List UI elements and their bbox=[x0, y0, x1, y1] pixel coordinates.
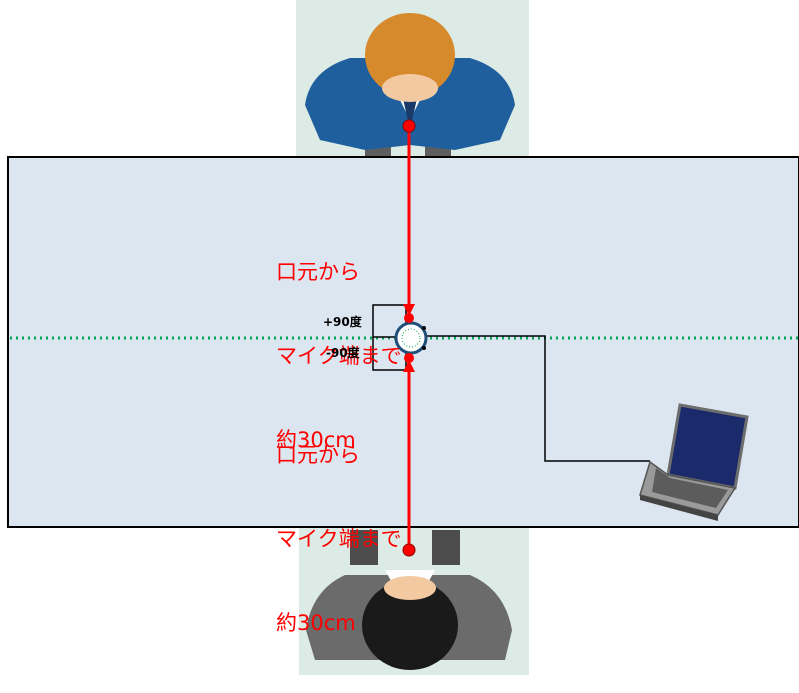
plus-90-degree-label: +90度 bbox=[323, 315, 362, 329]
measure-dot-bottom-mouth bbox=[402, 543, 416, 557]
bottom-person-icon bbox=[306, 530, 512, 670]
top-label-line3: 約30cm bbox=[276, 428, 356, 452]
bottom-label-line1: 口元から bbox=[276, 443, 360, 467]
microphone-icon bbox=[394, 321, 428, 355]
measure-dot-top-mic bbox=[404, 313, 414, 323]
measure-dot-bottom-mic bbox=[404, 353, 414, 363]
top-label-line1: 口元から bbox=[276, 260, 360, 284]
measure-dot-top-mouth bbox=[402, 119, 416, 133]
bottom-distance-label: 口元から マイク端まで 約30cm bbox=[276, 385, 402, 693]
measure-arrow-top bbox=[403, 304, 415, 316]
mic-cable bbox=[420, 335, 650, 462]
top-person-icon bbox=[305, 13, 515, 157]
measure-arrow-bottom bbox=[403, 360, 415, 372]
laptop-icon bbox=[639, 403, 749, 521]
top-label-line2: マイク端まで bbox=[276, 344, 402, 368]
diagram: 口元から マイク端まで 約30cm 口元から マイク端まで 約30cm +90度… bbox=[7, 0, 799, 675]
top-distance-label: 口元から マイク端まで 約30cm bbox=[276, 202, 402, 510]
bottom-label-line2: マイク端まで bbox=[276, 527, 402, 551]
minus-90-degree-label: -90度 bbox=[326, 346, 360, 360]
bottom-label-line3: 約30cm bbox=[276, 611, 356, 635]
diagram-canvas bbox=[7, 0, 799, 675]
